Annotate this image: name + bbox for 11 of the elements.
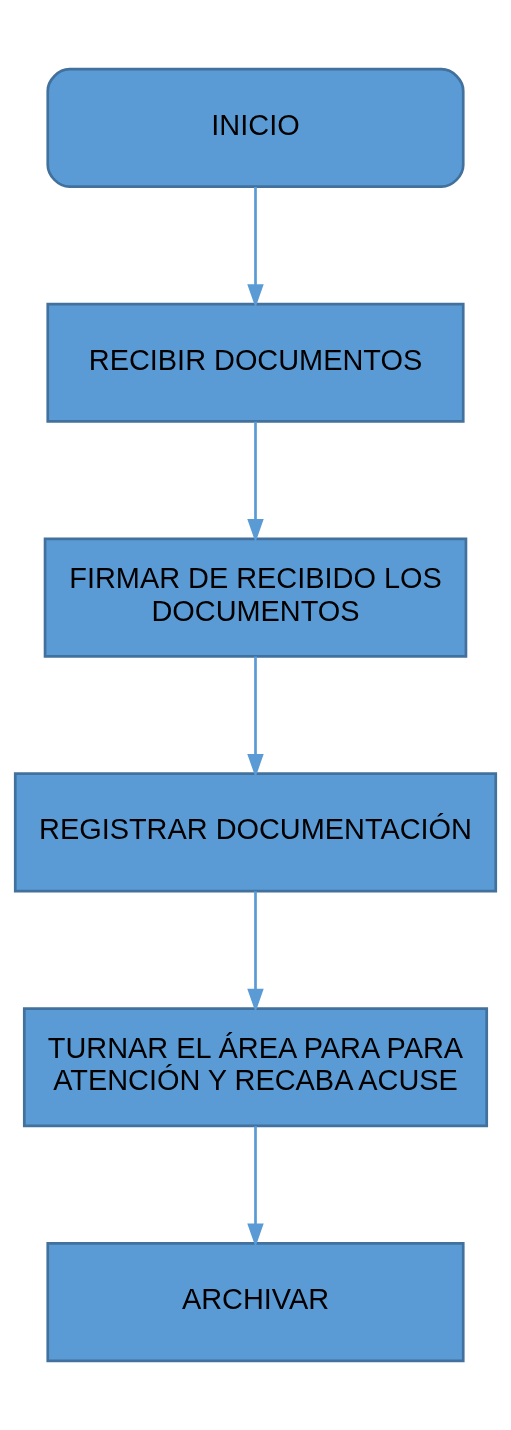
arrow [247, 186, 264, 308]
node-box: RECIBIR DOCUMENTOS [46, 302, 465, 423]
node-box: TURNAR EL ÁREA PARA PARA ATENCIÓN Y RECABA ACUSE [22, 1007, 489, 1128]
arrow [247, 891, 264, 1013]
node-box: INICIO [46, 67, 465, 188]
node-box: FIRMAR DE RECIBIDO LOS DOCUMENTOS [43, 537, 468, 658]
node-box: ARCHIVAR [46, 1242, 465, 1363]
arrow [247, 421, 264, 543]
arrow [247, 1126, 264, 1248]
arrow [247, 656, 264, 778]
node-box: REGISTRAR DOCUMENTACIÓN [13, 772, 498, 893]
